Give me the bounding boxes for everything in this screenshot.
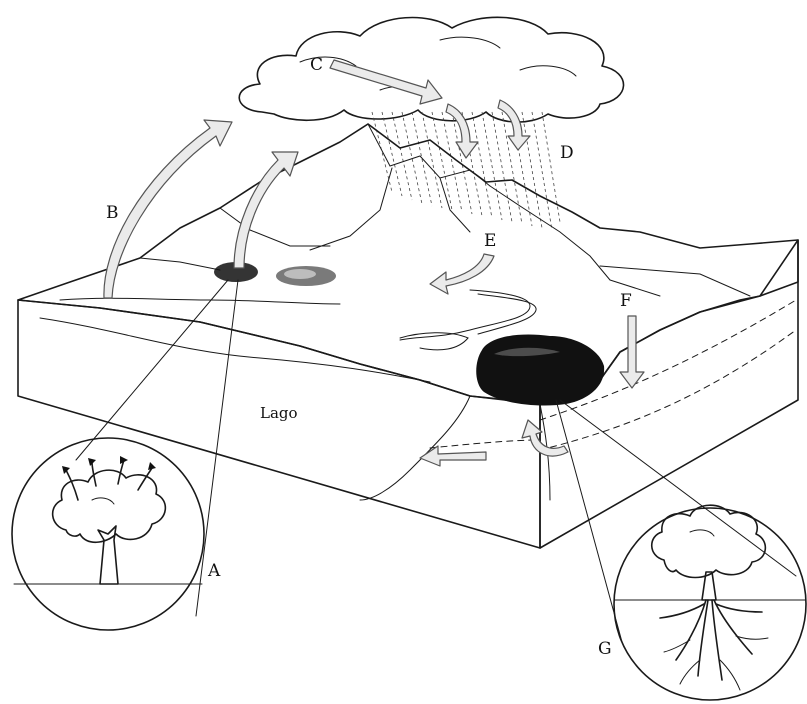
- evaporation-arrow-b: [104, 120, 232, 298]
- label-d: D: [560, 143, 574, 163]
- magnifier-a: [12, 438, 204, 630]
- transpiration-arrow-a: [234, 152, 298, 268]
- magnifier-g: [614, 505, 806, 700]
- cloud: [239, 17, 623, 122]
- label-c: C: [310, 55, 323, 75]
- root-uptake-arrow: [522, 420, 568, 456]
- label-e: E: [484, 231, 496, 251]
- label-g: G: [598, 639, 612, 659]
- cloud-movement-arrow-c: [330, 60, 442, 104]
- forest-patch: [476, 335, 604, 406]
- groundwater-flow-arrow: [420, 446, 486, 466]
- precipitation-arrow-d2: [498, 100, 530, 150]
- label-b: B: [106, 203, 119, 223]
- label-a: A: [207, 561, 221, 581]
- label-f: F: [620, 291, 632, 311]
- runoff-arrow-e: [430, 254, 494, 294]
- shrub-patch-small: [214, 262, 336, 286]
- infiltration-arrow-f: [620, 316, 644, 388]
- terrain-block: [18, 124, 798, 548]
- label-lake: Lago: [260, 404, 298, 422]
